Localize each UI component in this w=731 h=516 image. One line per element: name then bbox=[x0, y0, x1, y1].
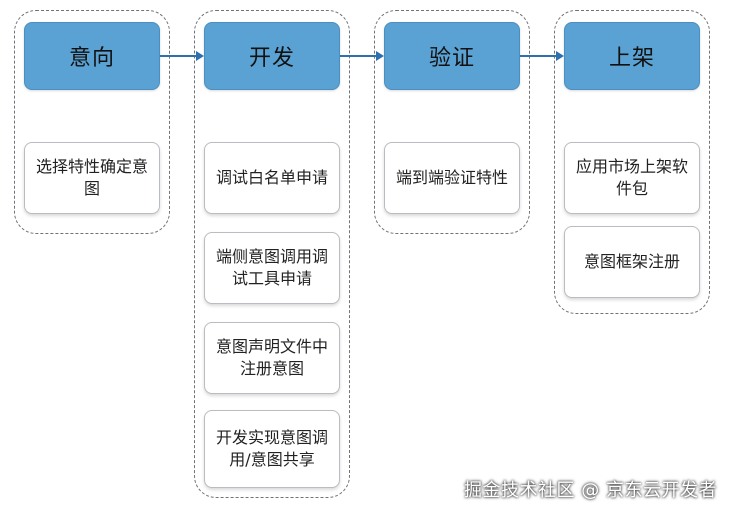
stage-frame-intent bbox=[14, 10, 170, 234]
stage-item-release-1: 应用市场上架软件包 bbox=[564, 142, 700, 214]
stage-item-develop-2: 端侧意图调用调试工具申请 bbox=[204, 232, 340, 304]
stage-header-release: 上架 bbox=[564, 22, 700, 90]
stage-frame-release bbox=[554, 10, 710, 314]
stage-header-verify: 验证 bbox=[384, 22, 520, 90]
flow-arrow-2 bbox=[340, 51, 384, 61]
stage-header-develop: 开发 bbox=[204, 22, 340, 90]
stage-header-intent: 意向 bbox=[24, 22, 160, 90]
watermark-text: 掘金技术社区 @ 京东云开发者 bbox=[464, 480, 717, 501]
stage-item-develop-3: 意图声明文件中注册意图 bbox=[204, 322, 340, 394]
stage-item-develop-4: 开发实现意图调用/意图共享 bbox=[204, 410, 340, 488]
stage-frame-verify bbox=[374, 10, 530, 234]
stage-item-release-2: 意图框架注册 bbox=[564, 226, 700, 298]
stage-frame-develop bbox=[194, 10, 350, 498]
stage-item-intent-1: 选择特性确定意图 bbox=[24, 142, 160, 214]
stage-item-verify-1: 端到端验证特性 bbox=[384, 142, 520, 214]
flow-arrow-3 bbox=[520, 51, 564, 61]
stage-item-develop-1: 调试白名单申请 bbox=[204, 142, 340, 214]
flow-arrow-1 bbox=[160, 51, 204, 61]
